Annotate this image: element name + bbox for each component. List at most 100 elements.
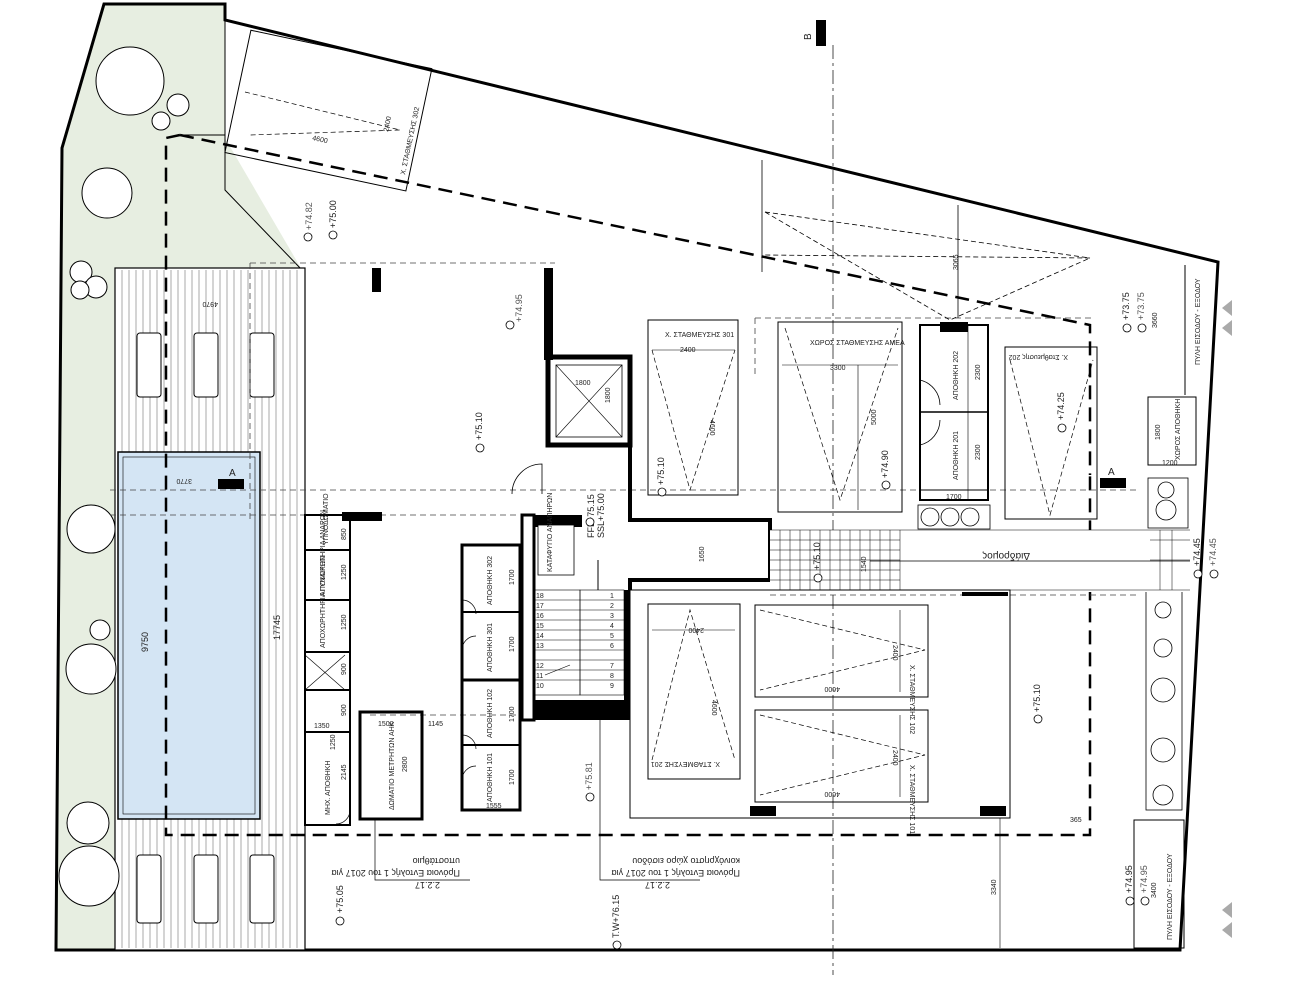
svg-text:2.2.17: 2.2.17 bbox=[645, 880, 670, 890]
dim-1250b: 1250 bbox=[341, 614, 348, 630]
dim-1200: 1200 bbox=[1162, 460, 1178, 467]
dim-2145: 2145 bbox=[341, 764, 348, 780]
dim-17745: 17745 bbox=[272, 615, 282, 640]
light-dashed-lines bbox=[110, 262, 1140, 716]
dim-1250c: 1250 bbox=[330, 734, 337, 750]
parking-102-label: Χ. ΣΤΑΘΜΕΥΣΗΣ 102 bbox=[908, 665, 915, 734]
dim-3660: 3660 bbox=[1152, 312, 1159, 328]
section-marker-b: B bbox=[803, 33, 814, 40]
stair-numbers: 18 17 16 15 14 13 12 11 10 1 2 3 4 5 6 7… bbox=[536, 593, 614, 690]
level-l14: +75.81 bbox=[584, 762, 594, 790]
dim-1540: 1540 bbox=[861, 556, 868, 572]
parking-302 bbox=[224, 29, 433, 192]
dim-5000: 5000 bbox=[871, 409, 878, 425]
dim-4970: 4970 bbox=[202, 300, 218, 307]
swimming-pool bbox=[117, 451, 261, 820]
dim-3770: 3770 bbox=[176, 477, 192, 484]
storage-side-label: ΧΩΡΟΣ ΑΠΟΘΗΚΗ bbox=[1175, 399, 1182, 460]
svg-text:3: 3 bbox=[610, 613, 614, 620]
dim-4600a: 4600 bbox=[312, 135, 329, 145]
shelter-label: ΚΑΤΑΦΥΓΙΟ ΑΝΑΠΗΡΩΝ bbox=[547, 493, 554, 572]
dim-2400d: 2400 bbox=[891, 645, 898, 661]
dim-4600d: 4600 bbox=[824, 685, 840, 692]
storage-202-label: ΑΠΟΘΗΚΗ 202 bbox=[953, 351, 960, 400]
meter-room-label: ΔΩΜΑΤΙΟ ΜΕΤΡΗΤΩΝ ΑΗΚ bbox=[389, 721, 396, 810]
corridor bbox=[770, 529, 1190, 592]
dim-365: 365 bbox=[1070, 817, 1082, 824]
gate-bottom-label: ΠΥΛΗ ΕΙΣΟΔΟΥ - ΕΞΟΔΟΥ bbox=[1167, 853, 1174, 940]
site-boundary bbox=[54, 2, 1220, 952]
dim-4600e: 4600 bbox=[824, 790, 840, 797]
level-l16: +74.95 bbox=[1124, 865, 1134, 893]
svg-text:7: 7 bbox=[610, 663, 614, 670]
gate-bottom bbox=[1133, 819, 1185, 949]
svg-text:11: 11 bbox=[536, 673, 543, 680]
note-1: υποστάθμιο Πρόνοια Εντολής 1 του 2017 γι… bbox=[331, 856, 460, 890]
dim-1555: 1555 bbox=[486, 803, 502, 810]
shelter-box bbox=[537, 524, 575, 576]
svg-text:17: 17 bbox=[536, 603, 544, 610]
dim-900b: 900 bbox=[341, 704, 348, 716]
level-l15: +75.05 bbox=[335, 885, 345, 913]
svg-text:13: 13 bbox=[536, 643, 544, 650]
dim-2300a: 2300 bbox=[975, 364, 982, 380]
dim-1700e: 1700 bbox=[509, 769, 516, 785]
level-l6: +74.90 bbox=[880, 450, 890, 478]
dim-900a: 900 bbox=[341, 663, 348, 675]
level-l1: +74.82 bbox=[304, 202, 314, 230]
level-l4: +75.10 bbox=[474, 412, 484, 440]
level-l11: +74.45 bbox=[1192, 538, 1202, 566]
dim-2300b: 2300 bbox=[975, 444, 982, 460]
parking-101-label: Χ. ΣΤΑΘΜΕΥΣΗΣ 101 bbox=[908, 765, 915, 834]
dim-1700b: 1700 bbox=[509, 569, 516, 585]
lower-parking-frame bbox=[629, 589, 1011, 819]
note-2: κοινόχρηστο χώρο εισόδου Πρόνοια Εντολής… bbox=[611, 856, 740, 890]
tree-icons bbox=[58, 46, 190, 907]
dim-1700c: 1700 bbox=[509, 636, 516, 652]
section-marker-a-right: A bbox=[1108, 467, 1115, 478]
bush-icons bbox=[917, 477, 1189, 811]
dim-3340: 3340 bbox=[991, 879, 998, 895]
parking-amea bbox=[777, 321, 903, 513]
stairs bbox=[533, 560, 625, 696]
dim-9750: 9750 bbox=[140, 632, 150, 652]
wc-column bbox=[304, 514, 424, 826]
ffl-level: FFL+75.15 bbox=[586, 494, 596, 538]
parking-amea-label: ΧΩΡΟΣ ΣΤΑΘΜΕΥΣΗΣ ΑΜΕΑ bbox=[810, 340, 905, 347]
parking-202-label: Χ. Σταθμευσης 202 bbox=[1009, 353, 1068, 360]
storage-301-label: ΑΠΟΘΗΚΗ 301 bbox=[487, 623, 494, 672]
dim-2800: 2800 bbox=[402, 756, 409, 772]
svg-text:18: 18 bbox=[536, 593, 544, 600]
parking-202 bbox=[1004, 346, 1098, 520]
sun-loungers bbox=[136, 332, 275, 924]
dim-3065: 3065 bbox=[953, 254, 960, 270]
level-l8: +73.75 bbox=[1121, 292, 1131, 320]
svg-text:υποστάθμιο: υποστάθμιο bbox=[413, 856, 460, 866]
dim-2400a: 2400 bbox=[383, 116, 393, 133]
storage-201-label: ΑΠΟΘΗΚΗ 201 bbox=[953, 431, 960, 480]
parking-301 bbox=[647, 319, 739, 496]
svg-text:κοινόχρηστο χώρο εισόδου: κοινόχρηστο χώρο εισόδου bbox=[632, 856, 740, 866]
dim-3300: 3300 bbox=[830, 365, 846, 372]
svg-text:15: 15 bbox=[536, 623, 544, 630]
parking-101 bbox=[754, 709, 929, 803]
svg-text:14: 14 bbox=[536, 633, 544, 640]
svg-text:Πρόνοια Εντολής 1 του 2017 για: Πρόνοια Εντολής 1 του 2017 για bbox=[611, 868, 740, 878]
dim-4600c: 4600 bbox=[710, 700, 717, 716]
svg-text:5: 5 bbox=[610, 633, 614, 640]
svg-text:9: 9 bbox=[610, 683, 614, 690]
ypnodomatio-label: ΥΠΝΟΔΩΜΑΤΙΟ bbox=[323, 493, 330, 545]
dim-1145: 1145 bbox=[428, 721, 443, 728]
wc-women-label: ΑΠΟΧΩΡΗΤΗΡΙΑ ΓΥΝΑΙΚΩΝ bbox=[320, 556, 327, 648]
svg-text:4: 4 bbox=[610, 623, 614, 630]
storage-201-202 bbox=[919, 324, 989, 501]
svg-text:2: 2 bbox=[610, 603, 614, 610]
level-l13: +75.10 bbox=[1032, 684, 1042, 712]
storage-302-label: ΑΠΟΘΗΚΗ 302 bbox=[487, 556, 494, 605]
storage-side bbox=[1147, 396, 1197, 466]
dim-1700d: 1700 bbox=[509, 706, 516, 722]
section-marker-a-left: A bbox=[229, 468, 236, 479]
svg-text:6: 6 bbox=[610, 643, 614, 650]
note-leaders bbox=[374, 720, 700, 881]
